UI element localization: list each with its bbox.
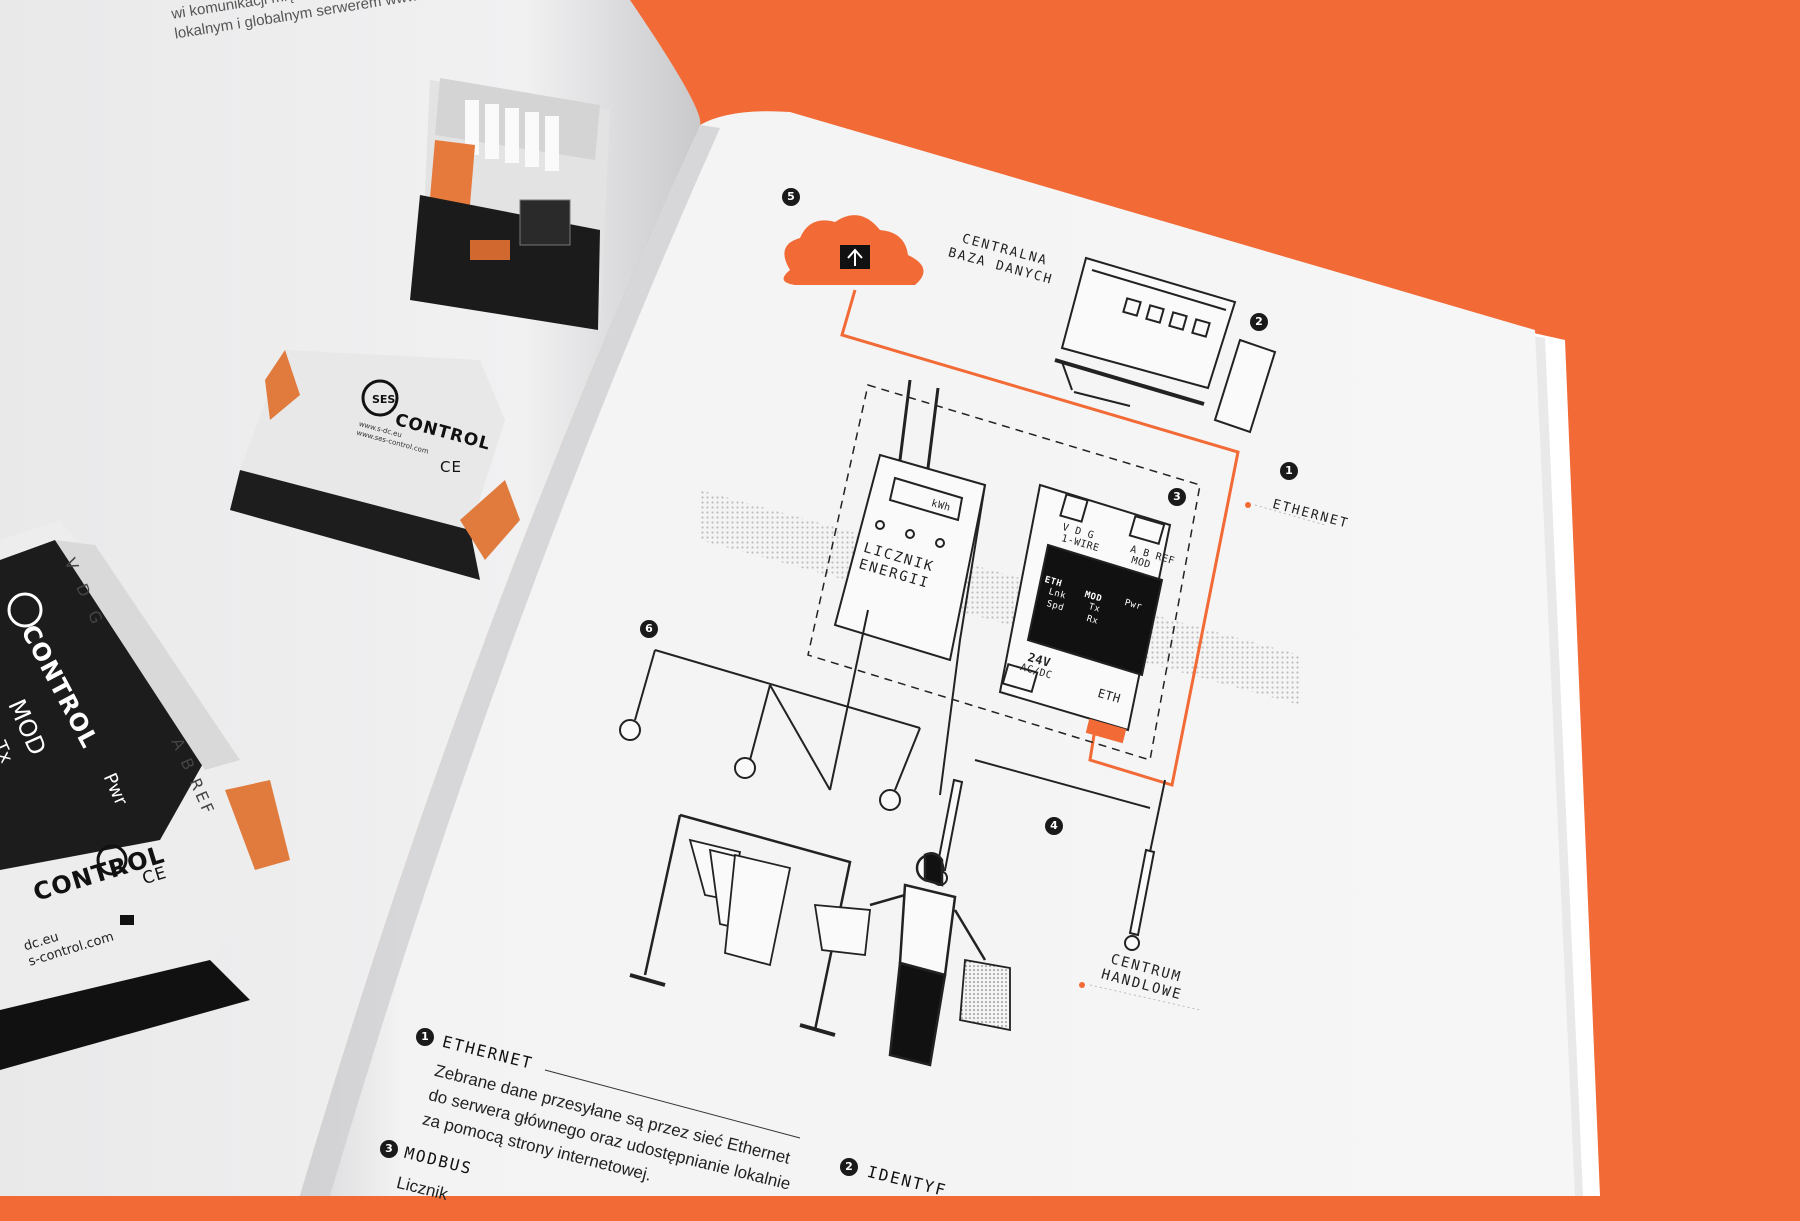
lamp-wiring <box>634 484 1166 853</box>
ethernet-marker <box>1245 502 1251 508</box>
module-photo-top <box>410 78 610 330</box>
legend-rules <box>544 1069 801 1139</box>
cloud-icon <box>783 215 924 285</box>
computer-icon <box>1054 256 1277 434</box>
badge-4: 4 <box>1045 817 1063 835</box>
shop-illustration <box>629 813 1011 1067</box>
dashed-boundary <box>807 384 1201 761</box>
control-module <box>998 483 1172 744</box>
badge-6: 6 <box>640 620 658 638</box>
mall-leader <box>1089 984 1201 1011</box>
thermometers <box>932 778 1156 951</box>
mall-marker <box>1079 982 1085 988</box>
legend-badge-1: 1 <box>416 1028 434 1046</box>
svg-text:SES: SES <box>372 393 395 406</box>
ce-mark-middle: CE <box>440 458 462 476</box>
ethernet-leader <box>1254 504 1326 526</box>
legend-badge-2: 2 <box>840 1158 858 1176</box>
badge-5: 5 <box>782 188 800 206</box>
light-bulbs <box>619 719 901 811</box>
legend-badge-3: 3 <box>380 1140 398 1158</box>
dotted-band <box>700 490 1300 705</box>
badge-2: 2 <box>1250 313 1268 331</box>
module-photo-large <box>0 520 290 1070</box>
badge-1: 1 <box>1280 462 1298 480</box>
badge-3: 3 <box>1168 488 1186 506</box>
book-scene: SES <box>0 0 1600 1196</box>
energy-meter <box>833 379 987 662</box>
module-photo-middle: SES <box>230 350 520 580</box>
